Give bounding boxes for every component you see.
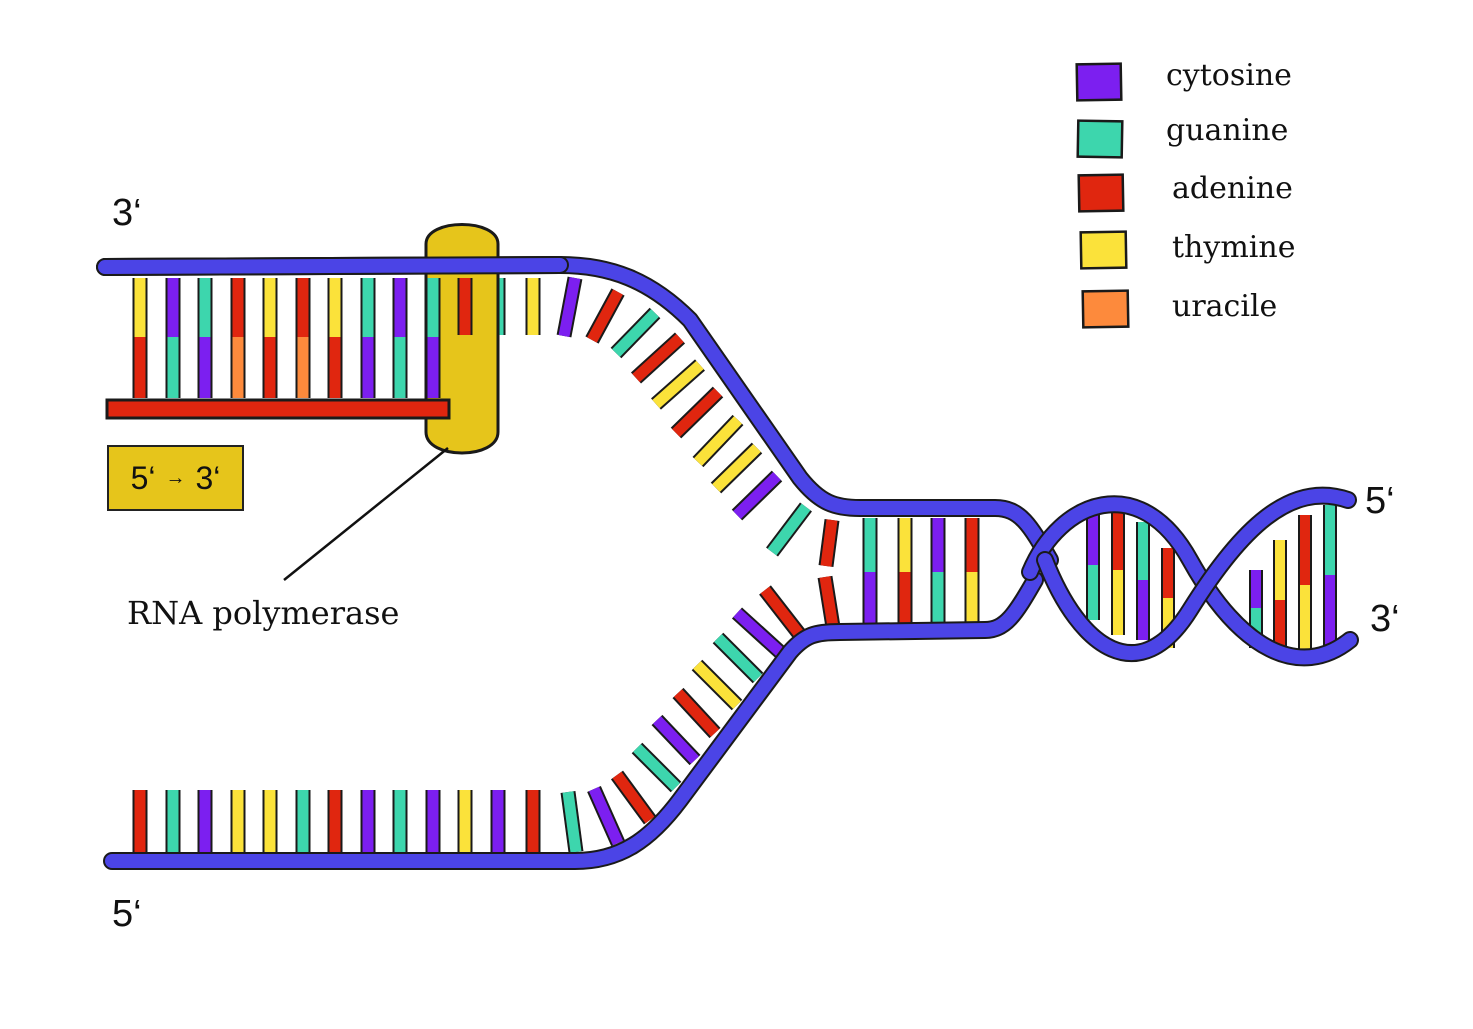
dna-base-fork-top-9 bbox=[766, 502, 812, 557]
dna-base-fork-top-3 bbox=[630, 332, 686, 384]
dna-base-fork-top-6 bbox=[692, 414, 744, 468]
dna-base-fork-bottom-0 bbox=[560, 791, 584, 853]
legend-swatch-adenine bbox=[1077, 173, 1125, 213]
legend-swatches bbox=[1075, 62, 1130, 329]
polymerase-leader-line bbox=[283, 447, 449, 581]
top-left-3prime-label: 3‘ bbox=[112, 192, 142, 234]
dna-base-fork-top-10 bbox=[818, 519, 840, 567]
dna-base-fork-top-7 bbox=[710, 442, 763, 494]
legend-label-guanine: guanine bbox=[1166, 113, 1289, 148]
legend-label-uracile: uracile bbox=[1172, 289, 1278, 324]
legend-swatch-uracile bbox=[1081, 289, 1130, 329]
dna-base-fork-bottom-5 bbox=[672, 687, 721, 739]
dna-backbone-bottom bbox=[103, 571, 1044, 870]
bases-layer bbox=[132, 276, 1337, 853]
legend-label-thymine: thymine bbox=[1172, 230, 1296, 265]
dna-base-fork-bottom-10 bbox=[817, 575, 841, 629]
right-5prime-label: 5‘ bbox=[1365, 480, 1395, 522]
transcription-direction-box: 5‘ → 3‘ bbox=[107, 445, 244, 511]
dna-base-fork-top-5 bbox=[670, 386, 724, 439]
legend-swatch-guanine bbox=[1076, 119, 1124, 159]
dna-base-fork-top-8 bbox=[731, 470, 783, 521]
helix-strand-a bbox=[1021, 495, 1359, 667]
dna-base-fork-top-2 bbox=[610, 307, 661, 359]
helix-strand-b bbox=[1036, 486, 1357, 662]
legend-label-adenine: adenine bbox=[1172, 171, 1293, 206]
front-layer bbox=[96, 223, 1359, 667]
dna-base-fork-bottom-9 bbox=[759, 585, 806, 640]
rna-polymerase-label: RNA polymerase bbox=[127, 594, 400, 632]
direction-to-label: 3‘ bbox=[195, 459, 221, 496]
dna-base-fork-bottom-6 bbox=[691, 659, 743, 711]
legend-swatch-cytosine bbox=[1075, 62, 1123, 102]
dna-backbone-top bbox=[96, 256, 1059, 569]
legend-label-cytosine: cytosine bbox=[1166, 58, 1292, 93]
dna-base-fork-bottom-1 bbox=[587, 785, 625, 847]
dna-base-fork-bottom-8 bbox=[731, 607, 786, 658]
dna-base-fork-bottom-2 bbox=[610, 770, 657, 825]
dna-base-fork-bottom-4 bbox=[651, 714, 701, 766]
direction-from-label: 5‘ bbox=[130, 459, 156, 496]
dna-base-fork-top-1 bbox=[585, 288, 625, 344]
legend-swatch-thymine bbox=[1079, 230, 1128, 270]
rna-polymerase bbox=[96, 223, 569, 455]
dna-base-fork-bottom-7 bbox=[712, 632, 764, 684]
dna-base-fork-bottom-3 bbox=[631, 742, 682, 793]
dna-base-fork-top-4 bbox=[651, 359, 705, 410]
right-3prime-label: 3‘ bbox=[1370, 598, 1400, 640]
bottom-left-5prime-label: 5‘ bbox=[112, 893, 142, 935]
arrow-right-icon: → bbox=[165, 466, 186, 489]
dna-base-fork-top-0 bbox=[556, 276, 583, 338]
